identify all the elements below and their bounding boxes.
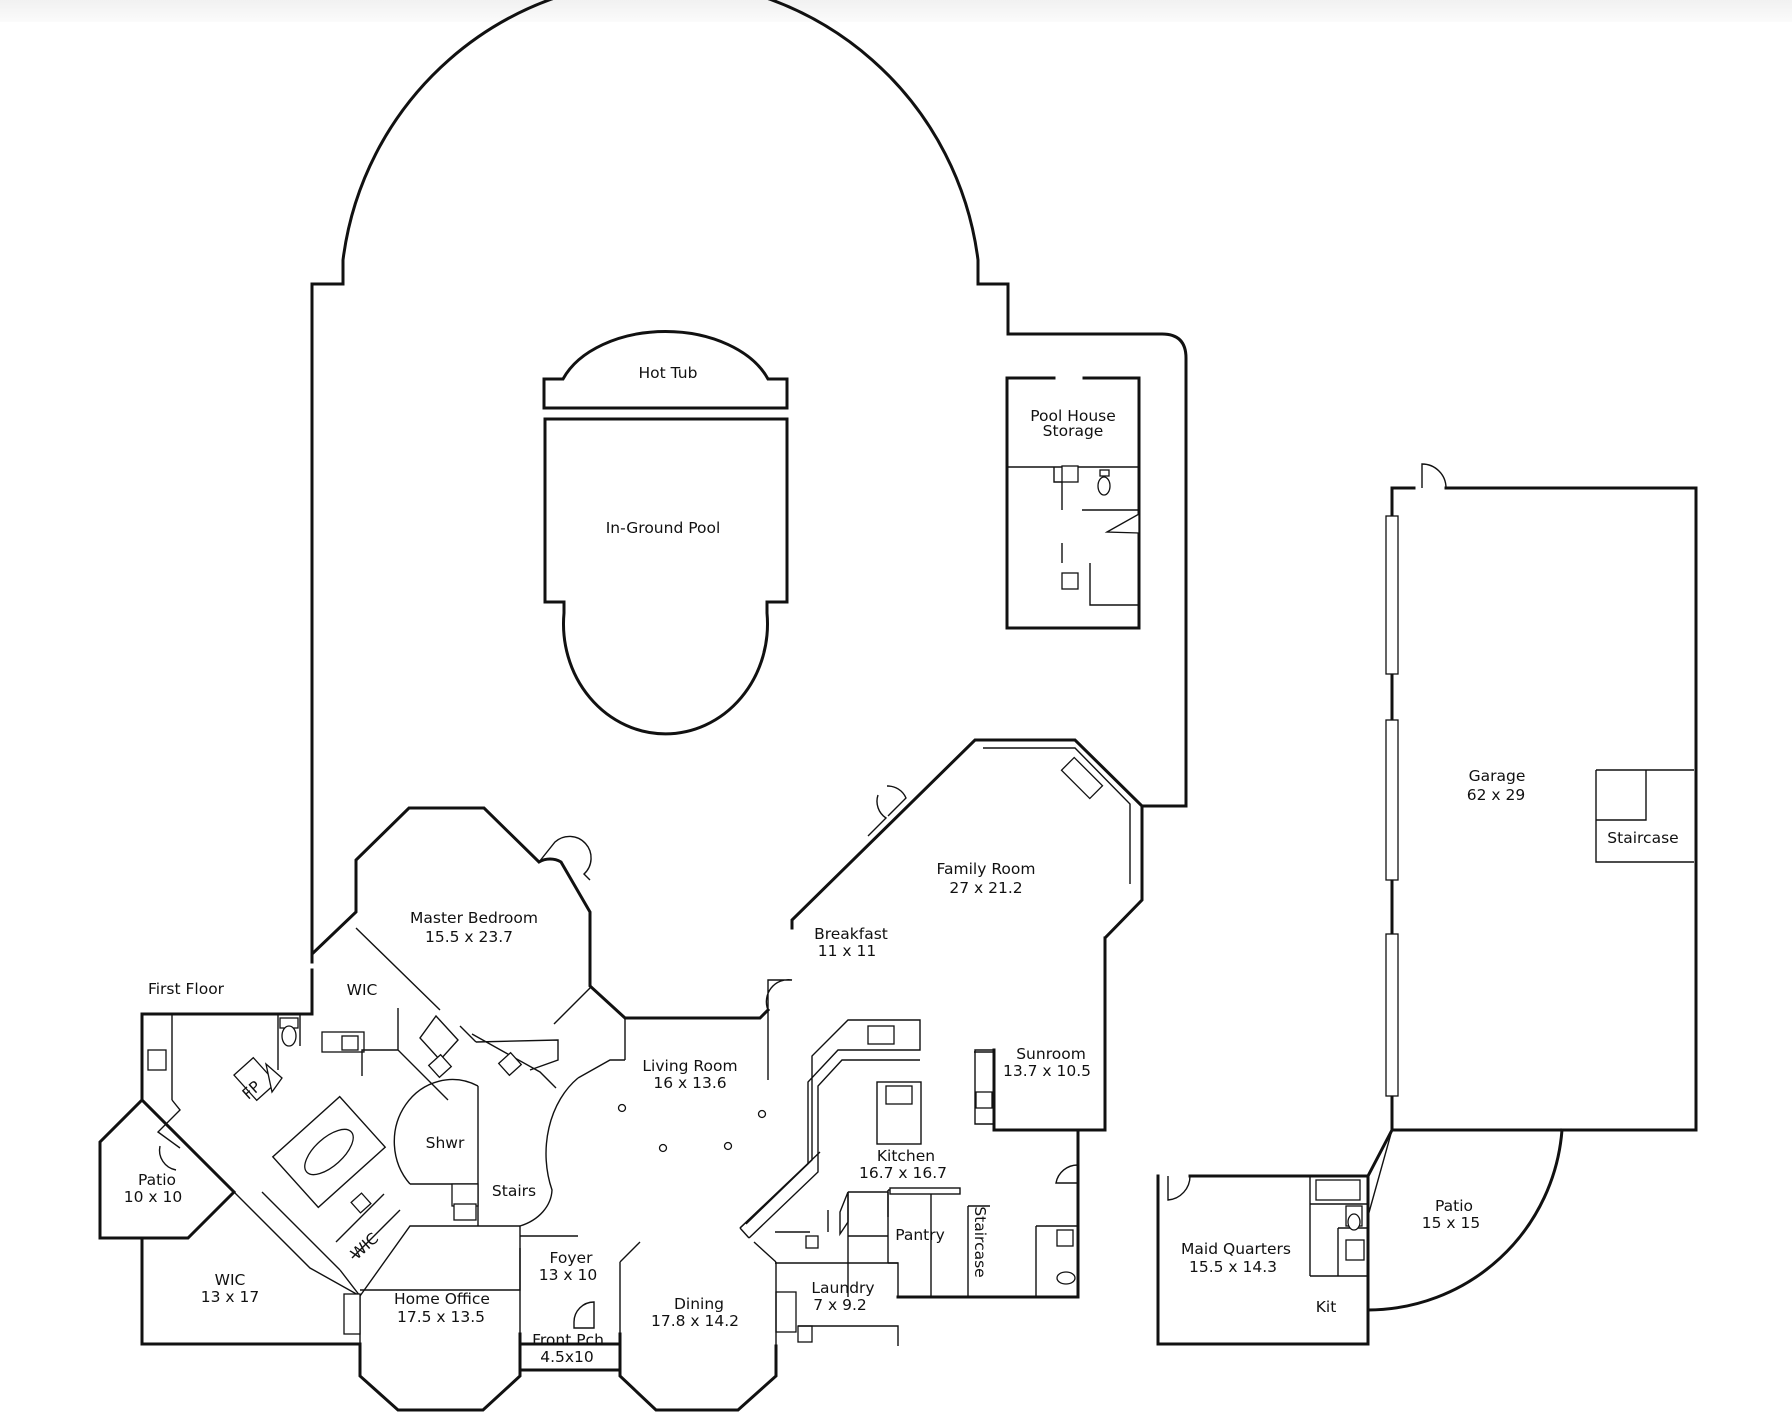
foyer-dims: 13 x 10 xyxy=(539,1266,597,1284)
browser-top-bar xyxy=(0,0,1792,22)
shwr-label: Shwr xyxy=(426,1134,465,1152)
right-wing xyxy=(739,738,1144,1346)
stairs-label: Stairs xyxy=(492,1182,536,1200)
garage-staircase-label: Staircase xyxy=(1607,829,1678,847)
family-room-dims: 27 x 21.2 xyxy=(949,879,1022,897)
in-ground-pool xyxy=(543,417,789,736)
kitchen-counter-outer xyxy=(748,1059,920,1239)
wic-upper-label: WIC xyxy=(347,981,378,999)
cooktop xyxy=(885,1085,913,1105)
patio-left-label: Patio xyxy=(138,1171,176,1189)
pool-label: In-Ground Pool xyxy=(606,519,721,537)
staircase-label: Staircase xyxy=(971,1206,989,1277)
laundry-dims: 7 x 9.2 xyxy=(813,1296,867,1314)
patio-right-dims: 15 x 15 xyxy=(1422,1214,1480,1232)
left-wing xyxy=(98,968,778,1412)
sunroom-dims: 13.7 x 10.5 xyxy=(1003,1062,1091,1080)
hot-tub-label: Hot Tub xyxy=(639,364,698,382)
patio-left-dims: 10 x 10 xyxy=(124,1188,182,1206)
kitchen-counter xyxy=(739,1019,921,1229)
patio-right-label: Patio xyxy=(1435,1197,1473,1215)
master-bedroom-label: Master Bedroom xyxy=(410,909,538,927)
pool-house-label: Pool House xyxy=(1030,407,1116,425)
home-office-label: Home Office xyxy=(394,1290,490,1308)
sunroom-wall xyxy=(974,1050,995,1053)
garage-label: Garage xyxy=(1469,767,1526,785)
garage-dims: 62 x 29 xyxy=(1467,786,1525,804)
family-room-label: Family Room xyxy=(937,860,1036,878)
pool-house-label-2: Storage xyxy=(1043,422,1104,440)
kit-label: Kit xyxy=(1316,1298,1337,1316)
kitchen-sink xyxy=(867,1025,895,1045)
sunroom-label: Sunroom xyxy=(1016,1045,1086,1063)
pantry-label: Pantry xyxy=(895,1226,945,1244)
pool-deck-outline xyxy=(310,0,1188,964)
kitchen-label: Kitchen xyxy=(877,1147,935,1165)
breakfast-door xyxy=(765,979,793,1011)
master-bedroom xyxy=(310,806,771,1020)
light-1 xyxy=(617,1103,627,1113)
front-porch-label: Front Pch xyxy=(532,1331,604,1349)
living-room-walls xyxy=(589,985,769,1080)
living-room-dims: 16 x 13.6 xyxy=(653,1074,726,1092)
hot-tub xyxy=(542,330,789,410)
wic-lower-dims: 13 x 17 xyxy=(201,1288,259,1306)
maid-quarters-label: Maid Quarters xyxy=(1181,1240,1291,1258)
dining-dims: 17.8 x 14.2 xyxy=(651,1312,739,1330)
master-door xyxy=(538,835,592,881)
light-3 xyxy=(658,1143,668,1153)
living-room-label: Living Room xyxy=(642,1057,737,1075)
foyer-label: Foyer xyxy=(550,1249,594,1267)
light-2 xyxy=(757,1109,767,1119)
master-bedroom-dims: 15.5 x 23.7 xyxy=(425,928,513,946)
wic-lower-label: WIC xyxy=(215,1271,246,1289)
maid-quarters xyxy=(1156,1129,1393,1346)
dining-label: Dining xyxy=(674,1295,724,1313)
breakfast-label: Breakfast xyxy=(814,925,888,943)
floor-label: First Floor xyxy=(148,980,225,998)
front-porch-dims: 4.5x10 xyxy=(540,1348,594,1366)
home-office-dims: 17.5 x 13.5 xyxy=(397,1308,485,1326)
pool-house xyxy=(1005,376,1141,630)
laundry-label: Laundry xyxy=(811,1279,874,1297)
light-4 xyxy=(723,1141,733,1151)
kitchen-dims: 16.7 x 16.7 xyxy=(859,1164,947,1182)
maid-quarters-dims: 15.5 x 14.3 xyxy=(1189,1258,1277,1276)
patio-right xyxy=(1365,1127,1564,1312)
breakfast-dims: 11 x 11 xyxy=(818,942,876,960)
family-room-doors xyxy=(867,785,907,837)
garage xyxy=(1385,463,1698,1132)
